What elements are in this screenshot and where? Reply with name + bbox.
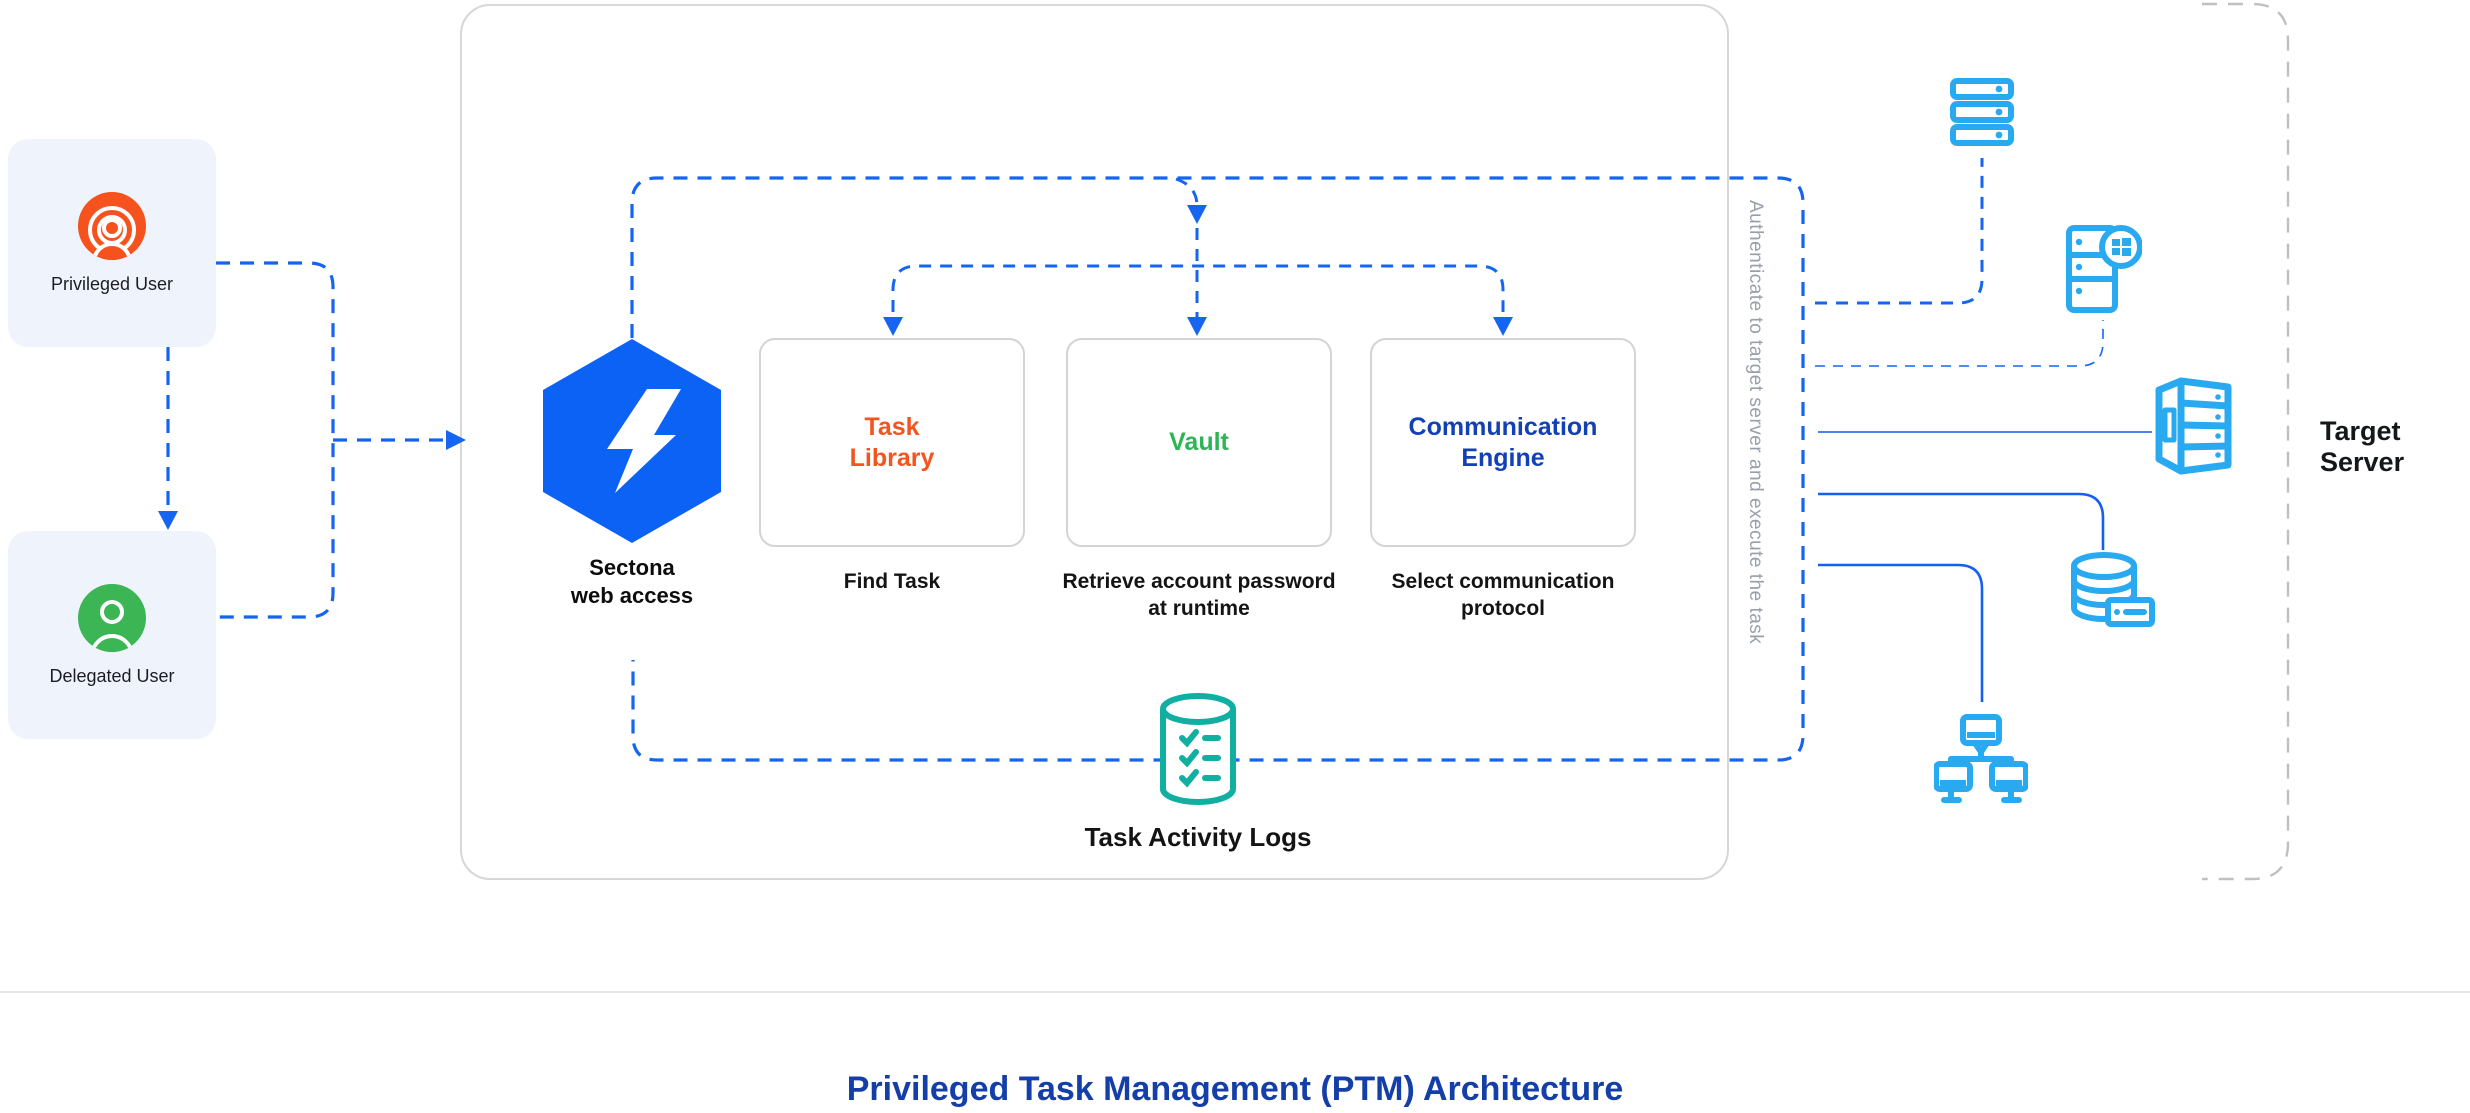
sectona-hexagon-bolt-icon [543,339,721,543]
delegated-user-card: Delegated User [8,531,216,739]
privileged-user-icon [78,191,146,260]
communication-engine-caption: Select communication protocol [1391,570,1615,620]
task-library-title: Task Library [849,412,935,472]
vault-title: Vault [1169,428,1229,456]
gateway-label-wrap: Sectona web access [522,554,742,610]
task-library-box: Task Library [759,338,1025,547]
footer-divider [0,991,2470,993]
database-server-icon [2071,552,2155,627]
page-title: Privileged Task Management (PTM) Archite… [846,1070,1624,1108]
task-library-caption: Find Task [843,570,941,593]
windows-server-icon [2066,225,2142,313]
vault-box: Vault [1066,338,1332,547]
delegated-user-label: Delegated User [49,665,175,686]
server-stack-icon [1950,78,2014,146]
task-logs-database-icon [1160,693,1236,805]
gateway-label: Sectona web access [570,555,694,608]
link-server-stack [1815,158,1984,305]
privileged-user-card: Privileged User [8,139,216,347]
delegated-user-icon [78,583,146,652]
authenticate-note: Authenticate to target server and execut… [1745,200,1766,645]
vault-caption: Retrieve account password at runtime [1062,570,1336,620]
user-merge-line [216,261,335,619]
target-server-label: Target Server [2320,416,2405,477]
communication-engine-title: Communication Engine [1408,412,1598,472]
link-windows-server [1815,320,2104,367]
communication-engine-box: Communication Engine [1370,338,1636,547]
link-database-server [1818,492,2105,550]
arrowhead-delegated [158,511,178,530]
privileged-user-label: Privileged User [50,273,174,294]
task-activity-logs-label: Task Activity Logs [1084,822,1312,852]
network-computers-icon [1934,714,2028,803]
link-network-computers [1818,563,1984,702]
rack-server-icon [2155,377,2232,475]
